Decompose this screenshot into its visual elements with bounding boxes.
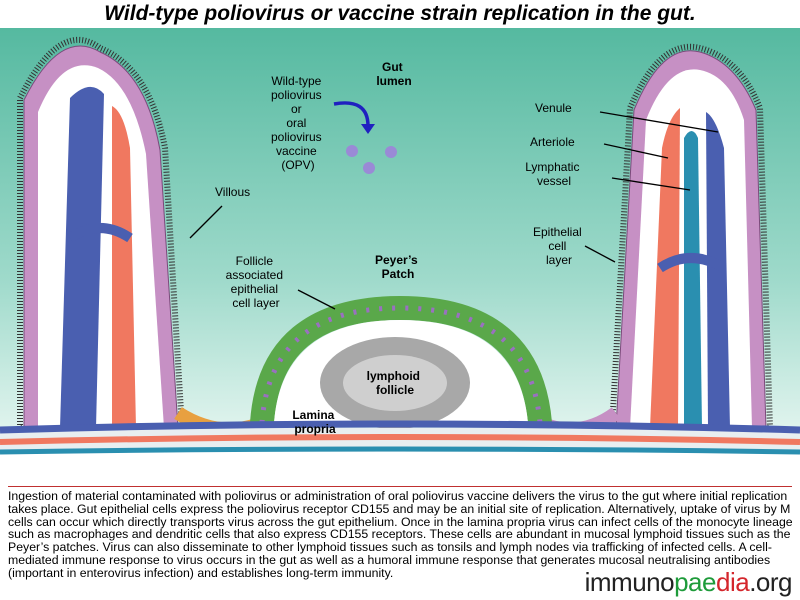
- right-villus: [608, 43, 774, 431]
- virus-particle: [346, 145, 358, 157]
- venule-pointer: [599, 111, 719, 133]
- villous-pointer: [189, 205, 223, 239]
- gut-diagram: Wild-type poliovirus or oral poliovirus …: [0, 28, 800, 455]
- left-villus-arteriole: [112, 106, 136, 428]
- virus-entry-arrowhead: [361, 124, 375, 134]
- gut-lumen-label: Gut lumen: [376, 60, 411, 88]
- lamina-propria-label: Lamina propria: [292, 408, 337, 436]
- divider: [8, 486, 792, 487]
- epithelial-layer-label: Epithelial cell layer: [533, 225, 585, 267]
- follicle-epithelium-dome: [250, 295, 552, 425]
- virus-entry-arrow: [333, 101, 370, 127]
- virus-particle: [363, 162, 375, 174]
- left-villus-capillary: [67, 223, 133, 243]
- page-title: Wild-type poliovirus or vaccine strain r…: [104, 2, 696, 25]
- base-venule: [0, 420, 800, 434]
- caption-text: Ingestion of material contaminated with …: [8, 489, 793, 580]
- logo-part-3: dia: [715, 567, 750, 597]
- lymphoid-follicle-inner: [343, 355, 447, 411]
- logo-part-2: pae: [674, 567, 716, 597]
- arteriole-pointer: [603, 143, 669, 159]
- arteriole-label: Arteriole: [530, 135, 575, 149]
- lymphatic-pointer: [611, 177, 691, 191]
- virus-label: Wild-type poliovirus or oral poliovirus …: [271, 74, 325, 172]
- virus-particle: [385, 146, 397, 158]
- left-villus-venule: [60, 86, 104, 428]
- venule-label: Venule: [535, 101, 572, 115]
- lymphatic-vessel-label: Lymphatic vessel: [525, 160, 583, 188]
- logo-part-1: immuno: [584, 567, 675, 597]
- base-lymphatic: [0, 446, 800, 455]
- right-villus-capillary: [657, 253, 727, 273]
- follicle-layer-label: Follicle associated epithelial cell laye…: [226, 254, 287, 310]
- right-villus-brush-border: [608, 43, 774, 431]
- villous-label: Villous: [215, 185, 250, 199]
- virus-particles: [346, 145, 397, 174]
- follicle-layer-pointer: [297, 289, 336, 310]
- immunopaedia-logo[interactable]: immunopaedia.org: [584, 567, 793, 598]
- base-arteriole: [0, 434, 800, 445]
- epithelial-pointer: [584, 245, 616, 263]
- logo-part-4: .org: [749, 567, 792, 597]
- left-villus: [17, 36, 186, 431]
- right-villus-lymphatic: [684, 131, 702, 428]
- peyers-patch: [250, 295, 552, 429]
- lymphoid-follicle-label: lymphoid follicle: [367, 369, 424, 397]
- peyers-patch-label: Peyer’s Patch: [375, 253, 421, 281]
